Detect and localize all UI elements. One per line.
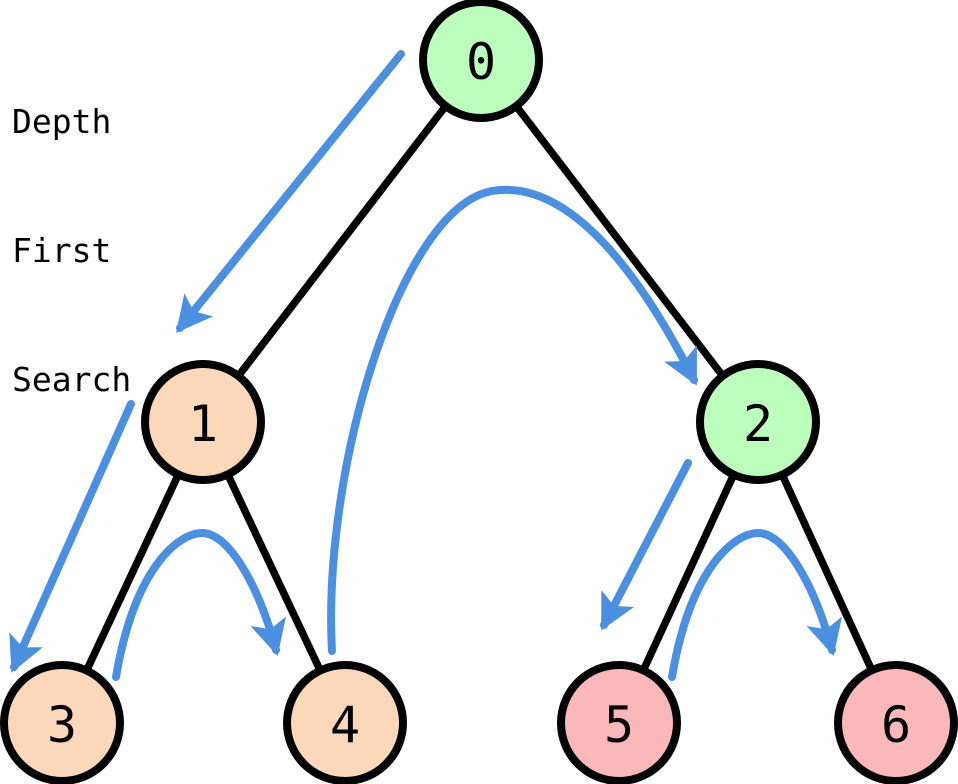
traversal-arrow-2-to-5 [600, 459, 692, 631]
node-6-label: 6 [881, 696, 911, 754]
traversal-arrow-5-to-6 [668, 528, 843, 681]
title-line-1: Depth [12, 102, 112, 141]
diagram-title: Depth First Search [12, 14, 131, 487]
node-3-circle[interactable] [0, 661, 124, 784]
node-4-label: 4 [330, 696, 360, 754]
traversal-arrow-4-to-2 [327, 185, 698, 655]
node-2-label: 2 [743, 395, 773, 453]
node-5-label: 5 [604, 696, 634, 754]
edge-0-2 [477, 56, 762, 426]
title-line-2: First [12, 231, 112, 270]
node-6[interactable]: 6 [834, 661, 958, 784]
node-1-circle[interactable] [141, 360, 265, 484]
traversal-layer-front [9, 50, 843, 681]
node-0-label: 0 [466, 33, 496, 91]
node-4[interactable]: 4 [283, 661, 407, 784]
node-2-circle[interactable] [696, 360, 820, 484]
node-6-circle[interactable] [834, 661, 958, 784]
title-line-3: Search [12, 360, 132, 399]
node-3-label: 3 [47, 696, 77, 754]
node-1-label: 1 [188, 395, 218, 453]
edge-0-1 [199, 56, 485, 426]
traversal-arrow-1-to-3 [9, 400, 135, 673]
node-3[interactable]: 3 [0, 661, 124, 784]
node-4-circle[interactable] [283, 661, 407, 784]
node-5[interactable]: 5 [557, 661, 681, 784]
node-0-circle[interactable] [419, 0, 543, 122]
traversal-layer-back [327, 185, 698, 655]
node-0[interactable]: 0 [419, 0, 543, 122]
traversal-arrow-3-to-4 [112, 528, 287, 681]
node-1[interactable]: 1 [141, 360, 265, 484]
node-5-circle[interactable] [557, 661, 681, 784]
node-2[interactable]: 2 [696, 360, 820, 484]
traversal-arrow-0-to-1 [176, 50, 405, 333]
